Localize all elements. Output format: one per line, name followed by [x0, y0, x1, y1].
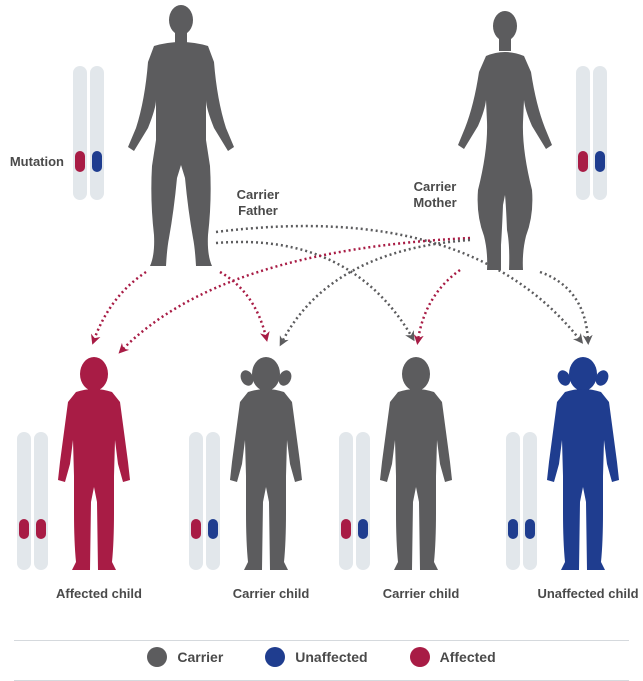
arrow-father-mutation-to-child-2: [219, 270, 270, 342]
legend-items: Carrier Unaffected Affected: [0, 647, 643, 667]
child-4: Unaffected child: [506, 357, 639, 601]
child-4-figure-girl: [547, 357, 619, 570]
mother-figure: [458, 11, 552, 270]
legend-label-unaffected: Unaffected: [295, 649, 368, 665]
mother-chromosome-right: [593, 66, 607, 200]
arrow-mother-mutation-to-child-3: [413, 268, 461, 345]
child-4-chromosome-right: [523, 432, 537, 570]
child-1-allele-2: [36, 519, 46, 539]
father-allele-normal: [92, 151, 102, 172]
child-1-chromosome-pair: [17, 432, 48, 570]
child-3-label: Carrier child: [383, 586, 460, 601]
child-3-allele-1: [341, 519, 351, 539]
child-2-allele-1: [191, 519, 201, 539]
legend-divider-top: [14, 640, 629, 641]
child-1-chromosome-right: [34, 432, 48, 570]
legend-label-carrier: Carrier: [177, 649, 224, 665]
legend-item-unaffected: Unaffected: [265, 647, 368, 667]
legend-dot-affected: [409, 647, 430, 667]
child-3-figure-boy: [380, 357, 452, 570]
child-4-allele-1: [508, 519, 518, 539]
arrow-mother-normal-to-child-2: [279, 238, 471, 347]
mother-chromosome-pair: [576, 66, 607, 200]
father-chromosome-pair: [73, 66, 104, 200]
child-4-label: Unaffected child: [537, 586, 638, 601]
legend-dot-unaffected: [265, 647, 286, 667]
mother-label-line-1: Carrier: [414, 179, 457, 194]
child-4-chromosome-left: [506, 432, 520, 570]
child-3-chromosome-pair: [339, 432, 370, 570]
child-2-label: Carrier child: [233, 586, 310, 601]
child-3-chromosome-right: [356, 432, 370, 570]
mother-label-line-2: Mother: [413, 195, 456, 210]
mother-allele-normal: [595, 151, 605, 172]
child-2-allele-2: [208, 519, 218, 539]
legend-item-affected: Affected: [409, 647, 496, 667]
father-label-line-1: Carrier: [237, 187, 280, 202]
inheritance-diagram: Mutation Carrier Father Carrier Mother A…: [10, 5, 639, 601]
father-allele-mutation: [75, 151, 85, 172]
mother-allele-mutation: [578, 151, 588, 172]
father-figure: [128, 5, 234, 266]
child-2-chromosome-right: [206, 432, 220, 570]
child-1-allele-1: [19, 519, 29, 539]
child-3-chromosome-left: [339, 432, 353, 570]
child-2-chromosome-left: [189, 432, 203, 570]
child-1-chromosome-left: [17, 432, 31, 570]
arrow-father-normal-to-child-3: [215, 240, 415, 342]
arrow-father-mutation-to-child-1: [91, 270, 147, 345]
child-2: Carrier child: [189, 357, 309, 601]
child-2-chromosome-pair: [189, 432, 220, 570]
child-4-chromosome-pair: [506, 432, 537, 570]
father-chromosome-right: [90, 66, 104, 200]
child-1: Affected child: [17, 357, 142, 601]
father-label-line-2: Father: [238, 203, 278, 218]
legend: Carrier Unaffected Affected: [0, 640, 643, 681]
arrow-mother-mutation-to-child-1: [118, 236, 471, 354]
arrow-father-normal-to-child-4: [215, 224, 584, 344]
child-4-allele-2: [525, 519, 535, 539]
mother-chromosome-left: [576, 66, 590, 200]
inheritance-arrows: [91, 224, 593, 354]
legend-label-affected: Affected: [439, 649, 496, 665]
child-1-label: Affected child: [56, 586, 142, 601]
child-1-figure-boy: [58, 357, 130, 570]
child-3-allele-2: [358, 519, 368, 539]
legend-item-carrier: Carrier: [147, 647, 223, 667]
legend-dot-carrier: [147, 647, 168, 667]
mutation-label: Mutation: [10, 154, 64, 169]
child-3: Carrier child: [339, 357, 459, 601]
children-row: Affected child Carrier child Carrier child…: [17, 357, 639, 601]
child-2-figure-girl: [230, 357, 302, 570]
father-chromosome-left: [73, 66, 87, 200]
